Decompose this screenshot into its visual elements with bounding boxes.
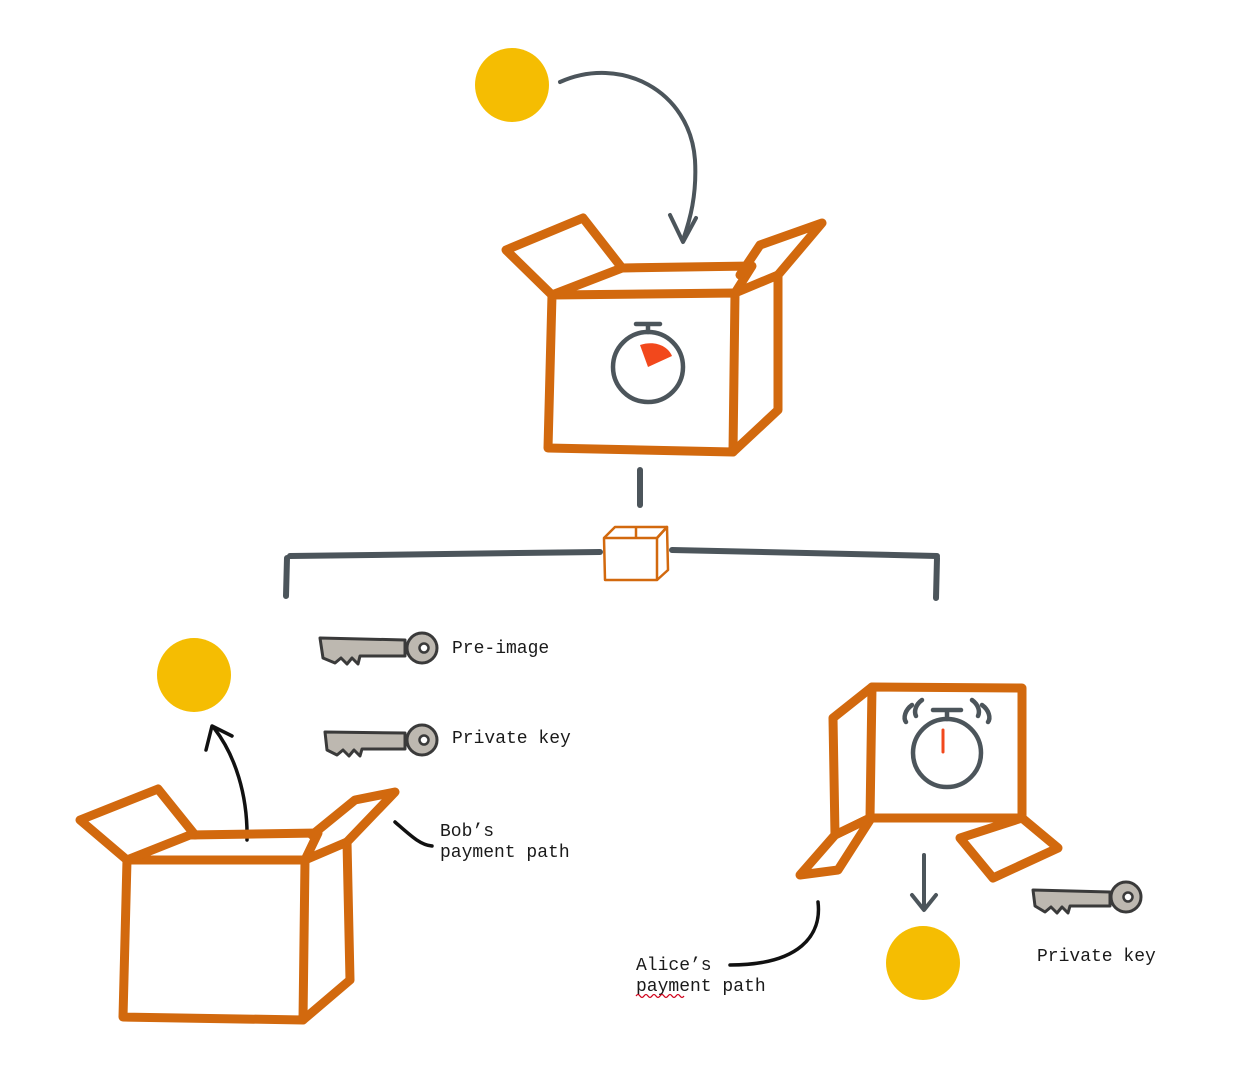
alice-private-key-label: Private key (1037, 947, 1156, 967)
bob-up-arrow (212, 726, 249, 842)
bob-private-key-label: Private key (452, 729, 571, 749)
alice-down-arrowhead (910, 893, 938, 912)
alice-coin-icon (886, 926, 960, 1000)
branch-right-drop (933, 555, 940, 601)
top-coin-icon (475, 48, 549, 122)
split-box-icon (602, 525, 670, 582)
pre-image-label: Pre-image (452, 639, 549, 659)
top-stopwatch-icon (610, 321, 686, 405)
alice-box-icon (795, 682, 1063, 883)
alice-path-pointer (728, 900, 821, 967)
alice-path-label-line2: payment path (636, 977, 766, 997)
bob-coin-icon (157, 638, 231, 712)
top-box-icon (501, 213, 827, 457)
alice-path-label-line1: Alice’s (636, 956, 712, 976)
spellcheck-underline (635, 993, 685, 999)
bob-box-icon (75, 784, 400, 1025)
branch-right-line (669, 547, 940, 559)
bob-path-label-line2: payment path (440, 843, 570, 863)
bob-up-arrowhead (204, 724, 234, 752)
alice-private-key-icon (1031, 880, 1143, 915)
top-drop-arrowhead (668, 213, 698, 244)
bob-private-key-icon (323, 723, 439, 758)
branch-left-drop (283, 555, 290, 599)
bob-path-label-line1: Bob’s (440, 822, 494, 842)
branch-left-line (287, 549, 603, 559)
alice-stopwatch-icon (902, 697, 992, 790)
bob-path-pointer (393, 820, 434, 848)
top-drop-arrow (558, 71, 698, 242)
pre-image-key-icon (318, 631, 439, 666)
